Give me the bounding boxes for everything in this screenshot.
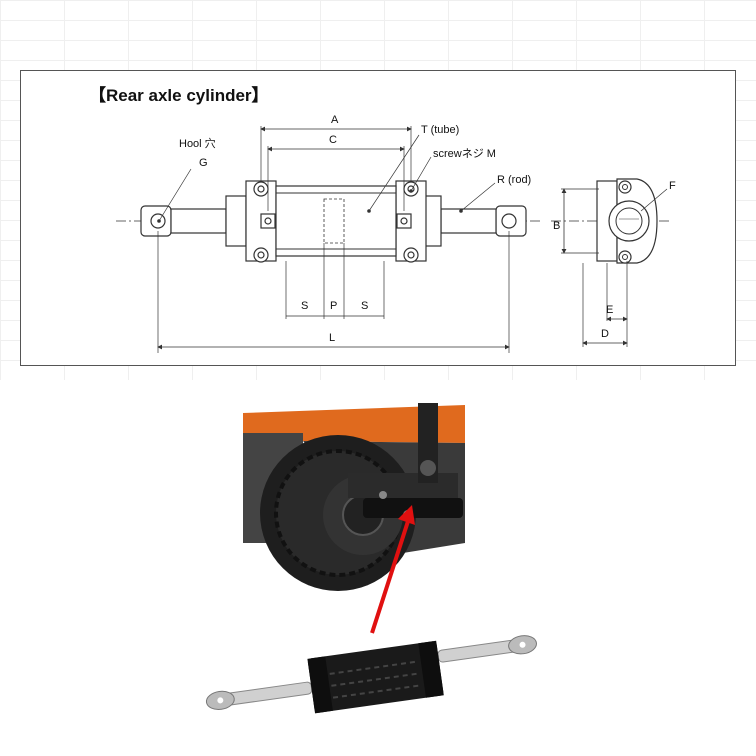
label-M: screwネジ M [433,147,496,160]
side-view [551,178,671,264]
leader-M [410,156,432,192]
mounting-bolts [253,181,419,263]
rear-axle-cylinder-product-photo [200,628,545,718]
forklift-wheel-photo [243,403,465,599]
label-L: L [329,332,335,344]
label-F: F [669,180,676,192]
cylinder-technical-drawing: A C T (tube) screwネジ M R (rod) Hool 穴 G … [116,114,676,353]
label-S-left: S [301,300,308,312]
leader-G [158,168,192,222]
right-rod-eye [440,205,527,237]
technical-drawing-frame: 【Rear axle cylinder】 [20,70,736,366]
leader-F [640,188,668,212]
tube [275,185,397,257]
leader-R [460,182,496,212]
left-rod-eye [140,205,227,237]
label-D: D [601,328,609,340]
label-hool: Hool 穴 [179,136,216,150]
label-E: E [606,304,613,316]
drawing-title: 【Rear axle cylinder】 [89,86,269,105]
label-A: A [331,114,339,126]
piston-outline [323,198,345,244]
label-C: C [329,134,337,146]
label-S-right: S [361,300,368,312]
label-G: G [199,157,208,169]
label-T: T (tube) [421,124,459,136]
label-P: P [330,300,337,312]
red-pointer-arrow-icon [360,505,420,645]
label-R: R (rod) [497,174,531,186]
left-gland [225,195,247,247]
label-B: B [553,220,560,232]
leader-T [368,134,420,212]
